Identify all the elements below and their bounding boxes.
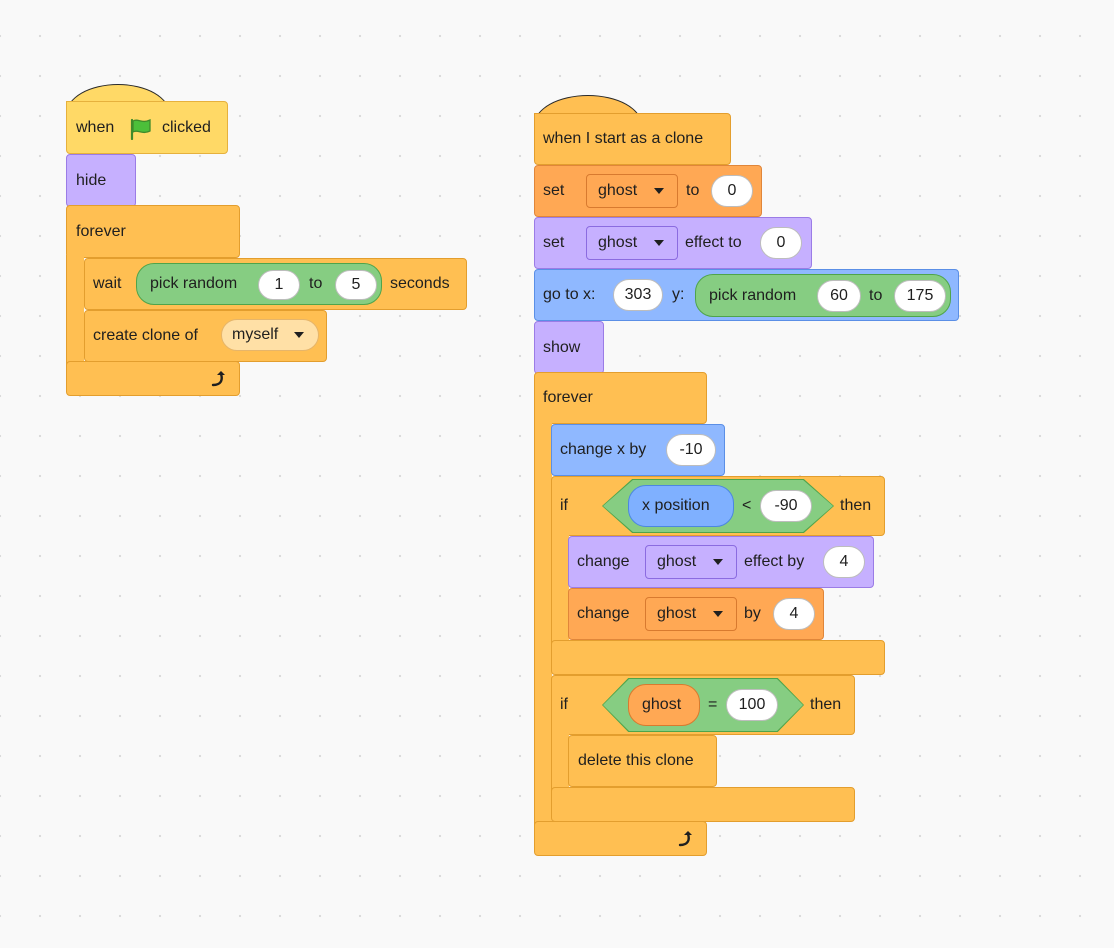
show-label: show (543, 338, 581, 356)
set-variable-value-input[interactable]: 0 (711, 175, 753, 207)
equals-value-input[interactable]: 100 (726, 689, 778, 721)
goto-x-label: go to x: (543, 286, 596, 303)
delete-clone-label: delete this clone (578, 752, 694, 769)
change-x-input[interactable]: -10 (666, 434, 716, 466)
forever-block-top[interactable]: forever (66, 205, 240, 258)
if-label: if (560, 696, 568, 713)
effect-dropdown[interactable]: ghost (645, 545, 737, 579)
set-variable-block[interactable]: set ghost to 0 (534, 165, 762, 217)
pick-random-reporter[interactable]: pick random 1 to 5 (136, 263, 382, 305)
loop-arrow-icon (209, 370, 229, 393)
when-flag-clicked-block[interactable]: when clicked (66, 101, 228, 154)
clone-target-dropdown[interactable]: myself (221, 319, 319, 351)
effect-name: ghost (598, 234, 638, 251)
if-block-arm (551, 731, 569, 791)
random-to-label: to (869, 286, 883, 304)
forever-label: forever (543, 389, 593, 406)
ghost-variable-reporter[interactable]: ghost (628, 684, 700, 726)
pick-random-reporter[interactable]: pick random 60 to 175 (695, 274, 951, 317)
goto-x-input[interactable]: 303 (613, 279, 663, 311)
less-than-operator[interactable]: x position < -90 (602, 479, 834, 533)
go-to-xy-block[interactable]: go to x: 303 y: pick random 60 to 175 (534, 269, 959, 321)
set-label: set (543, 234, 565, 251)
delete-clone-block[interactable]: delete this clone (568, 735, 717, 787)
dropdown-caret-icon (713, 559, 723, 565)
then-label: then (810, 696, 842, 713)
create-clone-label: create clone of (93, 327, 198, 344)
change-effect-value-input[interactable]: 4 (823, 546, 865, 578)
change-x-block[interactable]: change x by -10 (551, 424, 725, 476)
set-label: set (543, 182, 565, 199)
dropdown-caret-icon (654, 240, 664, 246)
forever-block-top[interactable]: forever (534, 372, 707, 424)
equals-sign: = (708, 696, 718, 713)
clone-hat-label: when I start as a clone (543, 130, 704, 147)
effect-dropdown[interactable]: ghost (586, 226, 678, 260)
change-variable-value-input[interactable]: 4 (773, 598, 815, 630)
hide-label: hide (76, 171, 107, 189)
green-flag-icon (129, 118, 153, 145)
change-label: change (577, 553, 630, 570)
random-from-input[interactable]: 60 (817, 280, 861, 312)
when-label: when (76, 118, 115, 136)
dropdown-caret-icon (654, 188, 664, 194)
set-effect-block[interactable]: set ghost effect to 0 (534, 217, 812, 269)
seconds-label: seconds (390, 275, 450, 292)
x-position-label: x position (642, 497, 710, 514)
variable-name: ghost (598, 182, 638, 199)
pick-random-label: pick random (709, 286, 797, 304)
change-effect-block[interactable]: change ghost effect by 4 (568, 536, 874, 588)
random-to-input[interactable]: 5 (335, 270, 377, 300)
forever-label: forever (76, 222, 126, 240)
if-block-bottom (551, 787, 855, 822)
variable-dropdown[interactable]: ghost (645, 597, 737, 631)
random-to-input[interactable]: 175 (894, 280, 946, 312)
create-clone-block[interactable]: create clone of myself (84, 310, 327, 362)
random-from-input[interactable]: 1 (258, 270, 300, 300)
if-block-arm (551, 532, 569, 644)
variable-dropdown[interactable]: ghost (586, 174, 678, 208)
set-effect-value-input[interactable]: 0 (760, 227, 802, 259)
effect-to-label: effect to (685, 234, 742, 251)
goto-y-label: y: (672, 286, 685, 303)
if-block-bottom (551, 640, 885, 675)
dropdown-caret-icon (713, 611, 723, 617)
dropdown-caret-icon (294, 332, 304, 338)
change-variable-block[interactable]: change ghost by 4 (568, 588, 824, 640)
if-label: if (560, 497, 568, 514)
set-to-label: to (686, 182, 700, 199)
wait-label: wait (93, 275, 122, 292)
change-x-label: change x by (560, 441, 647, 458)
hide-block[interactable]: hide (66, 154, 136, 207)
loop-arrow-icon (676, 830, 696, 853)
x-position-reporter[interactable]: x position (628, 485, 734, 527)
change-label: change (577, 605, 630, 622)
clone-target-value: myself (232, 326, 279, 343)
forever-block-bottom[interactable] (66, 361, 240, 396)
wait-block[interactable]: wait pick random 1 to 5 seconds (84, 258, 467, 310)
ghost-variable-label: ghost (642, 696, 682, 713)
effect-name: ghost (657, 553, 697, 570)
less-than-value-input[interactable]: -90 (760, 490, 812, 522)
show-block[interactable]: show (534, 321, 604, 374)
forever-block-bottom[interactable] (534, 821, 707, 856)
forever-block-arm (534, 420, 552, 825)
less-than-sign: < (742, 497, 752, 514)
forever-block-arm (66, 255, 84, 365)
when-start-as-clone-block[interactable]: when I start as a clone (534, 113, 731, 165)
random-to-label: to (309, 275, 323, 292)
clicked-label: clicked (162, 118, 211, 136)
then-label: then (840, 497, 872, 514)
variable-name: ghost (657, 605, 697, 622)
effect-by-label: effect by (744, 553, 805, 570)
pick-random-label: pick random (150, 275, 238, 292)
by-label: by (744, 605, 761, 622)
equals-operator[interactable]: ghost = 100 (602, 678, 804, 732)
